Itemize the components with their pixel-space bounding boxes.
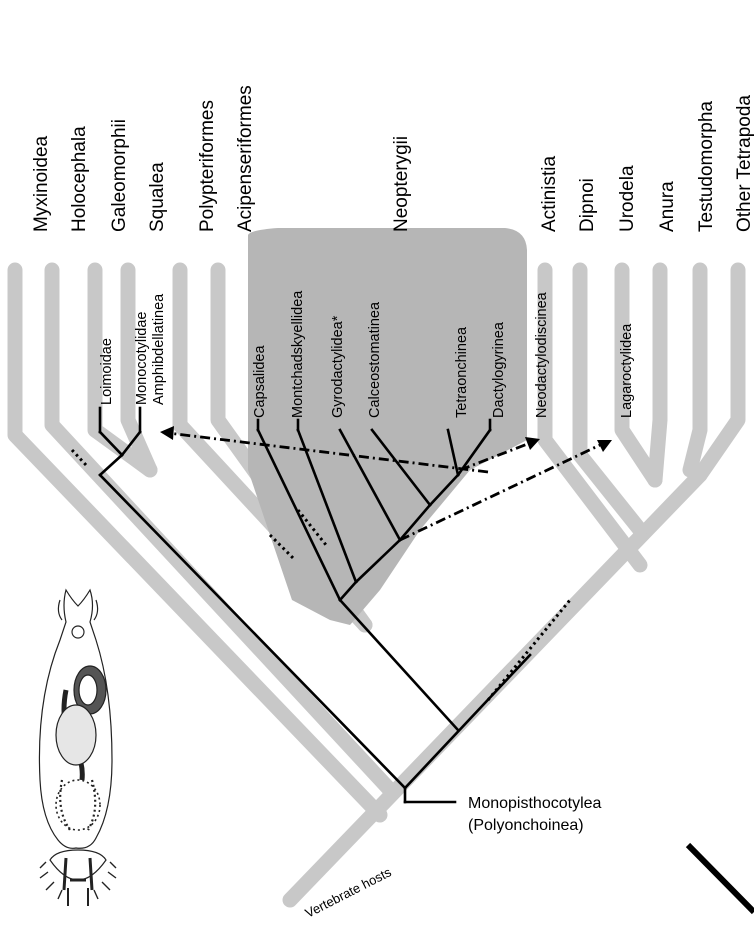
monogenean-specimen-icon (39, 590, 116, 906)
host-label: Neopterygii (391, 136, 412, 232)
parasite-label: Tetraonchinea (454, 326, 470, 418)
parasite-trunk-right (405, 655, 530, 788)
parasite-label: Calceostomatinea (367, 301, 383, 418)
parasite-label: Monocotylidae (134, 312, 150, 406)
host-label: Holocephala (69, 126, 90, 232)
parasite-label: Montchadskyellidea (290, 290, 306, 418)
host-label: Actinistia (539, 156, 560, 232)
host-label: Urodela (617, 165, 638, 232)
arrow-head (160, 426, 174, 440)
host-label: Squalea (147, 162, 168, 232)
clade-label-line1: Monopisthocotylea (468, 795, 602, 812)
parasite-label: Lagaroctylidea (619, 323, 635, 418)
host-label: Testudomorpha (696, 101, 717, 232)
host-taxon-labels: Myxinoidea Holocephala Galeomorphii Squa… (31, 85, 754, 232)
parasite-label: Loimoidae (99, 338, 115, 405)
parasite-label: Amphibdellatinea (151, 293, 167, 405)
parasite-label: Capsalidea (252, 345, 268, 418)
host-label: Myxinoidea (31, 135, 52, 232)
parasite-label: Neodactylodiscinea (534, 291, 550, 418)
host-branch-testudomorpha (690, 270, 700, 470)
clade-label-line2: (Polyonchoinea) (468, 817, 584, 834)
host-label: Other Tetrapoda (734, 95, 754, 232)
host-label: Galeomorphii (109, 119, 130, 232)
host-branch-anura (655, 270, 660, 480)
host-label: Acipenseriformes (235, 85, 256, 232)
host-label: Anura (657, 181, 678, 232)
parasite-branch-to-neopterygii-clade (340, 600, 458, 730)
neopterygii-clade-block (248, 228, 527, 625)
parasite-loimo-monocotylid-node (100, 455, 122, 475)
host-label: Dipnoi (577, 178, 598, 232)
arrow-head (525, 437, 540, 450)
parasite-label: Dactylogyrinea (491, 321, 507, 418)
parasite-label: Gyrodactylidea* (330, 315, 346, 418)
host-label: Polypteriformes (197, 100, 218, 232)
diagonal-stroke (688, 845, 754, 912)
